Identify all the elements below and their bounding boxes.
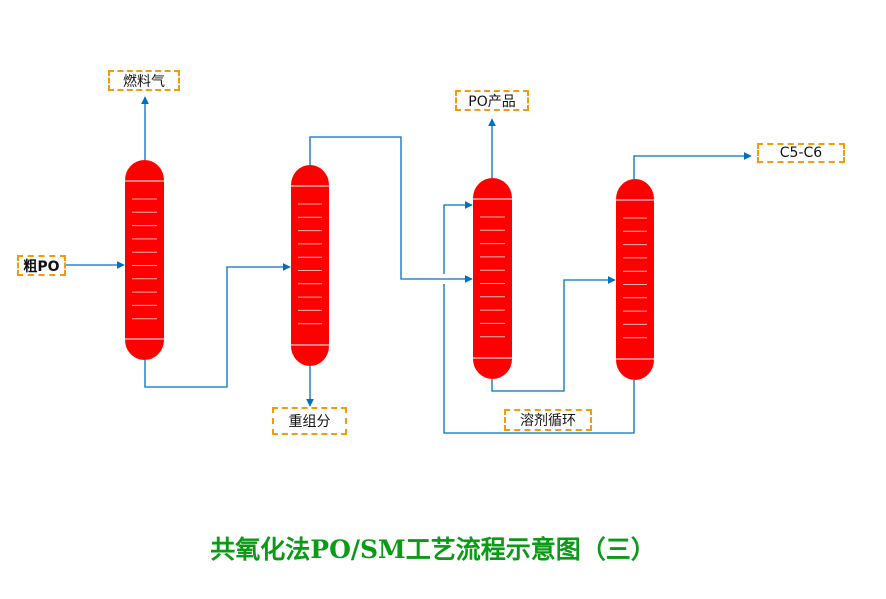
po-product-label: PO产品 (455, 90, 529, 111)
solvent-recycle-line (443, 205, 635, 434)
col2-overhead-line (309, 136, 473, 283)
diagram-title: 共氧化法PO/SM工艺流程示意图（三） (210, 535, 656, 564)
c5c6-line (633, 152, 752, 179)
distillation-column-4 (616, 179, 654, 380)
distillation-column-2 (291, 165, 329, 366)
col3-bottoms-line (491, 276, 616, 392)
solvent-recycle-label: 溶剂循环 (504, 409, 592, 431)
col1-bottoms-line (144, 263, 291, 388)
c5c6-label: C5-C6 (757, 143, 845, 163)
crude-po-label: 粗PO (17, 255, 66, 276)
heavy-ends-label: 重组分 (272, 407, 347, 435)
fuel-gas-label: 燃料气 (108, 70, 180, 91)
distillation-column-3 (473, 178, 512, 379)
distillation-column-1 (125, 160, 164, 360)
